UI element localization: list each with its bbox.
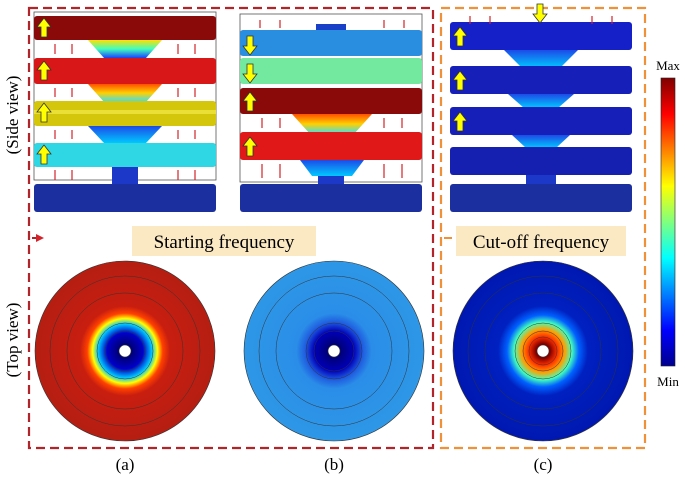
colorbar: Max Min (656, 58, 680, 389)
colorbar-min-label: Min (657, 374, 679, 389)
side-view-a (33, 11, 217, 212)
side-view-b (239, 13, 423, 212)
top-view-label: (Top view) (3, 303, 22, 378)
top-view-a (34, 260, 216, 442)
top-view-c (452, 260, 634, 442)
side-view-label: (Side view) (3, 76, 22, 155)
top-view-b (243, 260, 425, 442)
frame-starting-frequency (27, 6, 435, 450)
cutoff-frequency-label: Cut-off frequency (473, 232, 610, 253)
starting-frequency-box (132, 226, 316, 256)
starting-frequency-label: Starting frequency (154, 232, 295, 253)
panel-label-b: (b) (324, 455, 344, 474)
panel-label-c: (c) (534, 455, 553, 474)
side-view-c (450, 3, 632, 212)
colorbar-max-label: Max (656, 58, 680, 73)
panel-label-a: (a) (116, 455, 135, 474)
cutoff-frequency-box (456, 226, 626, 256)
